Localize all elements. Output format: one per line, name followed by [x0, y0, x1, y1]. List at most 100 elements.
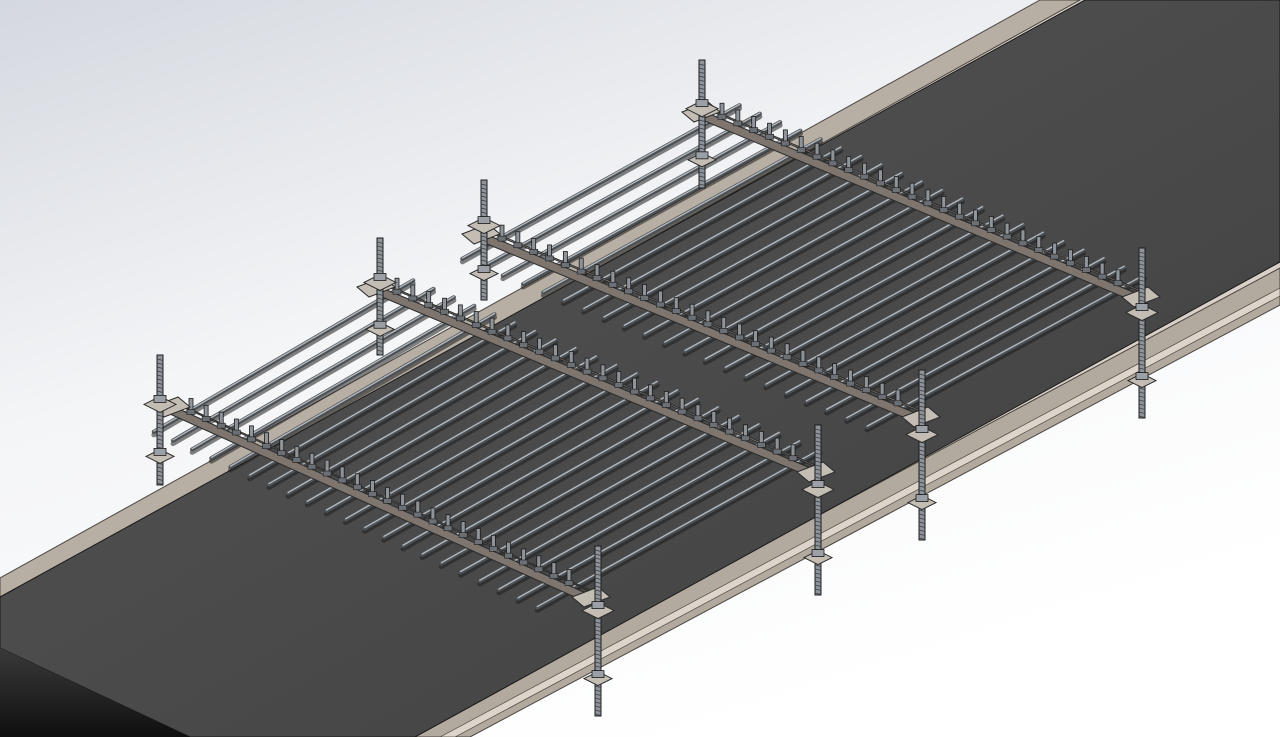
- rod: [662, 188, 945, 345]
- thread-line: [376, 301, 384, 304]
- rod-shadow: [480, 114, 763, 273]
- thread-line: [594, 565, 602, 568]
- clamp-nut: [232, 429, 241, 436]
- thread-line: [814, 524, 822, 527]
- thread-line: [814, 540, 822, 543]
- thread-line: [1138, 351, 1146, 354]
- rod-highlight: [287, 338, 557, 494]
- thread-line: [918, 449, 926, 452]
- clamp-nut: [630, 388, 639, 395]
- thread-line: [480, 287, 488, 290]
- thread-line: [156, 358, 164, 361]
- clamp-nut: [307, 463, 317, 470]
- thread-line: [594, 693, 602, 696]
- thread-line: [376, 253, 384, 256]
- thread-line: [376, 349, 384, 352]
- thread-line: [594, 577, 602, 580]
- thread-line: [156, 370, 164, 373]
- thread-line: [156, 482, 164, 485]
- rod-shadow: [534, 450, 823, 613]
- clamp-nut: [529, 249, 538, 255]
- clamp-nut: [640, 295, 649, 301]
- rod-shadow: [496, 433, 782, 596]
- rod-shadow: [864, 276, 1147, 433]
- thread-line: [594, 685, 602, 688]
- clamp-nut: [923, 200, 933, 207]
- clamp-nut: [443, 525, 453, 532]
- thread-line: [1138, 391, 1146, 394]
- thread-line: [480, 239, 488, 242]
- clamp-nut: [392, 288, 402, 295]
- thread-line: [1138, 355, 1146, 358]
- clamp-nut: [383, 498, 392, 504]
- rod-shadow: [520, 131, 803, 290]
- rod-highlight: [344, 363, 618, 520]
- thread-line: [1138, 323, 1146, 326]
- clamp-nut: [661, 402, 671, 408]
- clamp-nut: [955, 213, 964, 220]
- thread-line: [814, 476, 822, 479]
- thread-line: [1138, 411, 1146, 414]
- clamp-nut: [796, 147, 806, 153]
- thread-line: [1138, 251, 1146, 254]
- post-nut-lower: [477, 265, 491, 274]
- thread-line: [376, 265, 384, 268]
- clamp-nut: [545, 255, 554, 262]
- clamp-nut: [860, 173, 869, 180]
- rod-highlight: [421, 397, 699, 555]
- rod-highlight: [542, 137, 822, 293]
- thread-line: [918, 473, 926, 476]
- clamp-nut: [566, 362, 576, 368]
- thread-line: [814, 432, 822, 435]
- rod-highlight: [498, 431, 780, 590]
- thread-line: [698, 139, 706, 142]
- thread-line: [1138, 275, 1146, 278]
- thread-line: [156, 478, 164, 481]
- thread-line: [480, 295, 488, 298]
- thread-line: [918, 525, 926, 528]
- thread-line: [594, 549, 602, 552]
- clamp-nut: [844, 167, 854, 173]
- thread-line: [1138, 407, 1146, 410]
- thread-line: [918, 381, 926, 384]
- thread-line: [698, 131, 706, 134]
- thread-line: [814, 452, 822, 455]
- thread-line: [1138, 267, 1146, 270]
- thread-line: [918, 517, 926, 520]
- rod: [622, 171, 904, 329]
- thread-line: [918, 461, 926, 464]
- thread-line: [376, 305, 384, 308]
- thread-line: [480, 259, 488, 262]
- rod-highlight: [765, 231, 1044, 385]
- thread-line: [918, 457, 926, 460]
- beam-back-1: [151, 396, 611, 608]
- rod-shadow: [228, 314, 498, 473]
- thread-line: [814, 520, 822, 523]
- threaded-post-1: [142, 354, 178, 486]
- rod-shadow: [208, 306, 477, 464]
- clamp-nut: [1050, 253, 1059, 260]
- thread-line: [594, 561, 602, 564]
- rod-shadow: [702, 207, 985, 366]
- threaded-post-8: [1124, 247, 1160, 419]
- rod-shadow: [459, 105, 743, 265]
- rod-shadow: [438, 408, 721, 569]
- thread-line: [698, 67, 706, 70]
- thread-line: [698, 183, 706, 186]
- thread-line: [1138, 331, 1146, 334]
- clamp-nut: [277, 450, 287, 456]
- thread-line: [814, 532, 822, 535]
- clamp-nut: [322, 470, 332, 477]
- clamp-nut: [1034, 247, 1044, 253]
- thread-line: [594, 665, 602, 668]
- thread-line: [376, 245, 384, 248]
- clamp-nut: [592, 275, 602, 281]
- thread-line: [698, 143, 706, 146]
- thread-line: [1138, 387, 1146, 390]
- thread-line: [1138, 403, 1146, 406]
- post-nut-upper: [811, 480, 825, 489]
- thread-line: [480, 235, 488, 238]
